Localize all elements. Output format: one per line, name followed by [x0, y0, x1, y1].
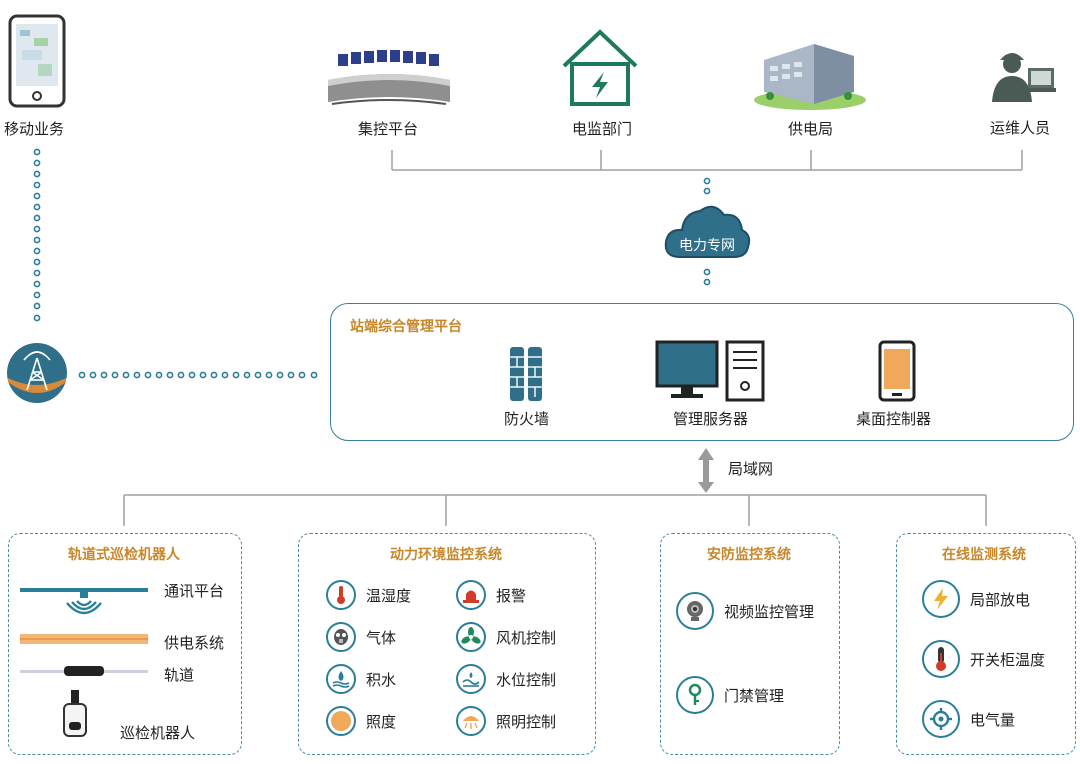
comm-platform-icon — [20, 588, 148, 615]
track-icon — [20, 666, 148, 676]
mobile-label: 移动业务 — [4, 120, 65, 138]
lightning-icon — [922, 580, 960, 618]
building-icon — [754, 44, 866, 110]
patrol-robot-label: 巡检机器人 — [120, 724, 196, 742]
station-platform-title: 站端综合管理平台 — [350, 319, 462, 335]
lan-label: 局域网 — [728, 460, 774, 478]
cabinet-thermometer-icon — [922, 640, 960, 678]
power-supply-label: 供电系统 — [164, 634, 225, 652]
env-fan-row: 风机控制 — [456, 622, 556, 652]
server-tower-icon — [725, 340, 765, 402]
server-label: 管理服务器 — [673, 410, 749, 428]
power-supply-icon — [20, 634, 148, 644]
env-box-title: 动力环境监控系统 — [390, 547, 502, 563]
cloud-icon — [664, 205, 751, 258]
env-water-label: 积水 — [366, 670, 397, 689]
firewall-label: 防火墙 — [504, 410, 550, 428]
house-power-icon — [562, 29, 638, 106]
online-box-title: 在线监测系统 — [942, 547, 1026, 563]
env-light-label: 照度 — [366, 712, 397, 731]
gas-mask-icon — [326, 622, 356, 652]
cloud-dots — [703, 177, 711, 286]
ops-staff-label: 运维人员 — [990, 119, 1051, 137]
tablet-icon — [878, 340, 916, 402]
security-box — [660, 533, 840, 755]
access-control-row: 门禁管理 — [676, 676, 784, 714]
worker-icon — [992, 53, 1056, 102]
switchgear-temp-row: 开关柜温度 — [922, 640, 1045, 678]
security-box-title: 安防监控系统 — [707, 547, 791, 563]
key-icon — [676, 676, 714, 714]
water-icon — [326, 664, 356, 694]
env-alarm-row: 报警 — [456, 580, 526, 610]
comm-platform-label: 通讯平台 — [164, 582, 225, 600]
top-connector — [391, 150, 1023, 171]
env-water-level-label: 水位控制 — [496, 670, 557, 689]
switchgear-temp-label: 开关柜温度 — [970, 650, 1046, 669]
robot-box — [8, 533, 242, 755]
env-water-level-row: 水位控制 — [456, 664, 556, 694]
lighting-control-icon — [456, 706, 486, 736]
station-platform-box — [330, 303, 1074, 441]
camera-icon — [676, 592, 714, 630]
env-alarm-label: 报警 — [496, 586, 527, 605]
env-gas-label: 气体 — [366, 628, 397, 647]
tower-dots — [78, 371, 318, 379]
fan-icon — [456, 622, 486, 652]
target-icon — [922, 700, 960, 738]
robot-icon — [63, 690, 87, 737]
desktop-controller-label: 桌面控制器 — [856, 410, 932, 428]
access-control-label: 门禁管理 — [724, 686, 785, 705]
thermometer-icon — [326, 580, 356, 610]
video-monitor-label: 视频监控管理 — [724, 602, 815, 621]
env-light-row: 照度 — [326, 706, 396, 736]
video-monitor-row: 视频监控管理 — [676, 592, 814, 630]
robot-box-title: 轨道式巡检机器人 — [68, 547, 180, 563]
electrical-quantity-row: 电气量 — [922, 700, 1015, 738]
mobile-dots — [33, 148, 41, 322]
track-label: 轨道 — [164, 666, 195, 684]
electrical-quantity-label: 电气量 — [970, 710, 1016, 729]
partial-discharge-row: 局部放电 — [922, 580, 1030, 618]
alarm-icon — [456, 580, 486, 610]
control-desk-icon — [328, 50, 450, 105]
lan-connector — [123, 494, 987, 526]
partial-discharge-label: 局部放电 — [970, 590, 1031, 609]
env-temp-label: 温湿度 — [366, 586, 412, 605]
online-box — [896, 533, 1076, 755]
lan-arrow — [698, 448, 714, 493]
env-box — [298, 533, 596, 755]
cloud-label: 电力专网 — [679, 238, 735, 254]
power-monitor-dept-label: 电监部门 — [572, 120, 633, 138]
power-bureau-label: 供电局 — [788, 120, 834, 138]
env-gas-row: 气体 — [326, 622, 396, 652]
env-temp-row: 温湿度 — [326, 580, 411, 610]
env-lighting-control-row: 照明控制 — [456, 706, 556, 736]
water-level-icon — [456, 664, 486, 694]
light-icon — [326, 706, 356, 736]
firewall-icon — [510, 347, 542, 401]
phone-icon — [8, 14, 66, 108]
env-water-row: 积水 — [326, 664, 396, 694]
tower-icon — [7, 343, 67, 403]
control-platform-label: 集控平台 — [358, 120, 419, 138]
env-fan-label: 风机控制 — [496, 628, 557, 647]
monitor-icon — [655, 340, 719, 398]
env-lighting-control-label: 照明控制 — [496, 712, 557, 731]
